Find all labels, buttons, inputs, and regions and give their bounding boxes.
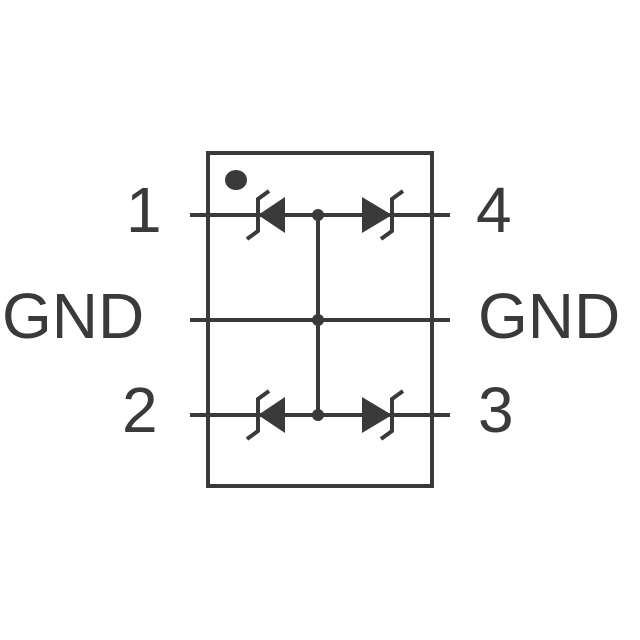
- pin-1-indicator-dot: [225, 170, 247, 190]
- junction-dot-bottom: [312, 409, 324, 421]
- junction-dot-top: [312, 209, 324, 221]
- pin-1-label: 1: [126, 174, 162, 246]
- tvs-diode-top-left: [245, 189, 285, 241]
- tvs-diode-bottom-left: [245, 389, 285, 441]
- pin-3-label: 3: [478, 374, 514, 446]
- pin-2-label: 2: [122, 374, 158, 446]
- tvs-diode-top-right: [362, 189, 405, 241]
- gnd-left-label: GND: [2, 280, 145, 352]
- gnd-right-label: GND: [478, 280, 621, 352]
- tvs-diode-bottom-right: [362, 389, 405, 441]
- junction-dot-middle: [312, 314, 324, 326]
- pin-4-label: 4: [476, 174, 512, 246]
